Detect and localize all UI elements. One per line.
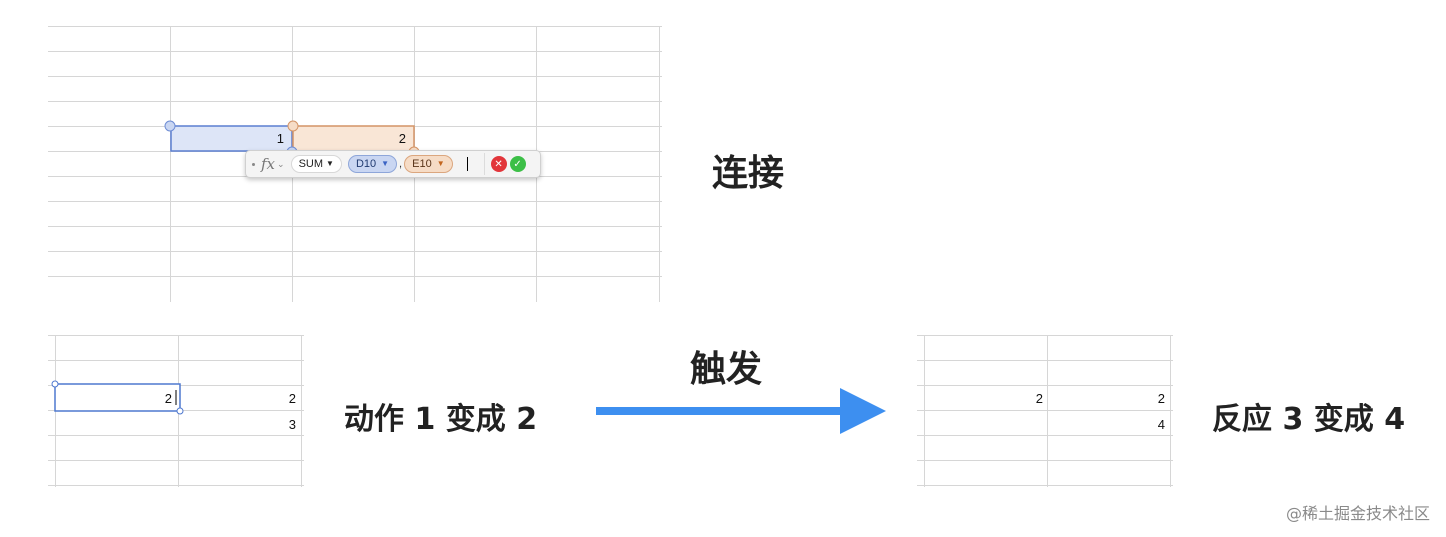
- selection-handle-bottom: [176, 407, 184, 415]
- function-token-sum[interactable]: SUM ▼: [290, 155, 342, 173]
- dropdown-arrow-icon: ▼: [326, 159, 334, 168]
- reaction-label: 反应 3 变成 4: [1212, 402, 1406, 437]
- connect-label: 连接: [712, 153, 785, 194]
- reaction-spreadsheet: 2 2 4: [917, 335, 1173, 487]
- arrow-head: [840, 388, 886, 434]
- e10-drag-handle: [287, 120, 299, 132]
- chevron-down-icon[interactable]: ⌄: [277, 158, 285, 169]
- argument-separator: ,: [399, 158, 403, 170]
- cell-b1-value[interactable]: 2: [288, 391, 296, 406]
- selected-cell-outline: [54, 383, 181, 412]
- action-label: 动作 1 变成 2: [344, 402, 538, 437]
- arrow-shaft: [596, 407, 844, 415]
- cell-b1-value[interactable]: 2: [1157, 391, 1165, 406]
- cell-b2-value[interactable]: 3: [288, 417, 296, 432]
- cell-b2-value[interactable]: 4: [1157, 417, 1165, 432]
- trigger-label: 触发: [690, 349, 763, 390]
- watermark: @稀土掘金技术社区: [1285, 504, 1430, 523]
- action-spreadsheet: 2 2 3: [48, 335, 304, 487]
- reference-token-d10[interactable]: D10 ▼: [347, 155, 398, 173]
- text-cursor: [466, 157, 468, 171]
- d10-drag-handle: [164, 120, 176, 132]
- cell-d10-highlight: [170, 125, 293, 152]
- selection-handle-top: [51, 380, 59, 388]
- trigger-arrow: [596, 388, 886, 434]
- dropdown-arrow-icon: ▼: [436, 159, 445, 168]
- formula-bar-divider: [483, 153, 485, 175]
- selected-cell-value[interactable]: 2: [164, 391, 172, 406]
- formula-bar[interactable]: fx ⌄ SUM ▼ D10 ▼ , E10 ▼ ✕ ✓: [245, 150, 541, 178]
- cancel-icon[interactable]: ✕: [490, 156, 507, 172]
- accept-icon[interactable]: ✓: [509, 156, 526, 172]
- fx-icon[interactable]: fx: [261, 155, 276, 173]
- function-name: SUM: [298, 158, 324, 170]
- cell-a1-value[interactable]: 2: [1035, 391, 1043, 406]
- dropdown-arrow-icon: ▼: [381, 159, 390, 168]
- cell-d10-value[interactable]: 1: [276, 131, 284, 146]
- reference-d10-label: D10: [355, 158, 377, 170]
- cell-e10-value[interactable]: 2: [398, 131, 406, 146]
- action-grid-lines: [48, 335, 304, 487]
- formula-bar-dot-icon: [252, 162, 255, 166]
- reference-e10-label: E10: [412, 158, 432, 170]
- reference-token-e10[interactable]: E10 ▼: [404, 155, 453, 173]
- reaction-grid-lines: [917, 335, 1173, 487]
